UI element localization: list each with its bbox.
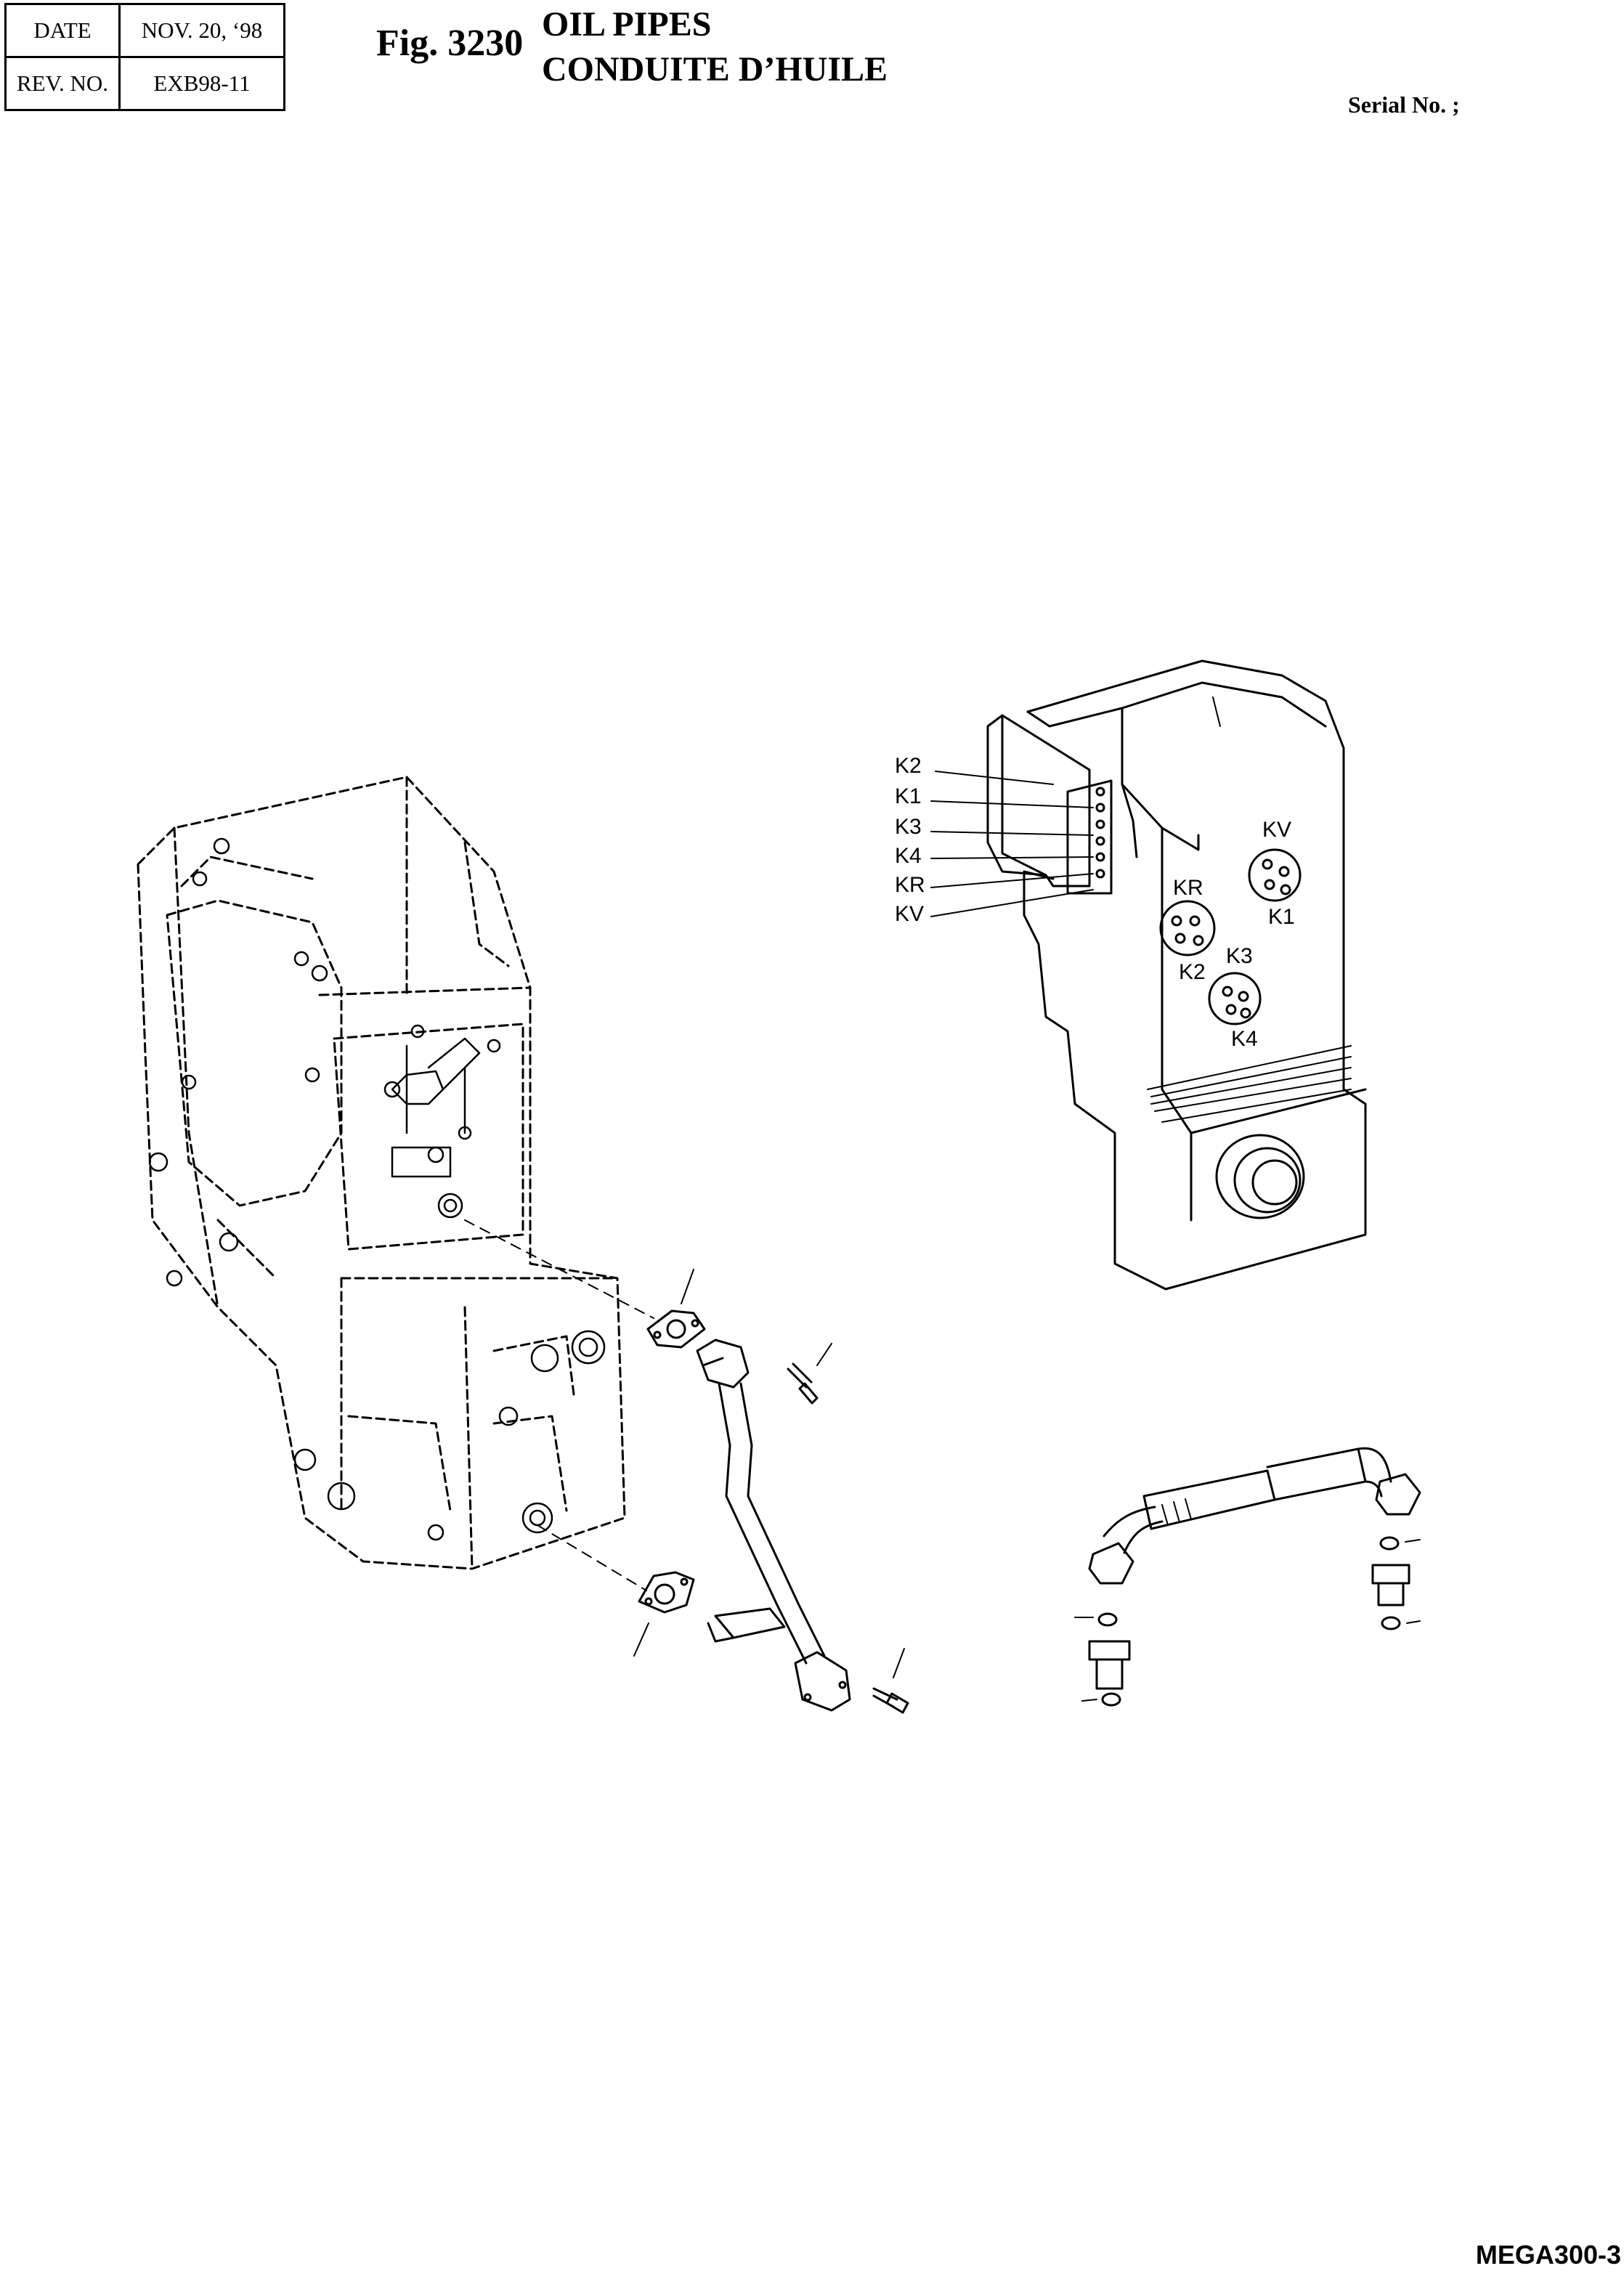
upper-gasket	[646, 1269, 706, 1349]
info-table: DATE NOV. 20, ‘98 REV. NO. EXB98-11	[4, 3, 285, 111]
serial-number: Serial No. ;	[1348, 92, 1460, 118]
label-side-k4: K4	[895, 844, 922, 868]
label-side-kr: KR	[895, 873, 925, 897]
rev-value: EXB98-11	[118, 56, 285, 111]
label-port-k3: K3	[1226, 944, 1253, 968]
valve-block	[1023, 659, 1367, 1291]
label-side-kv: KV	[895, 902, 924, 926]
lower-gasket	[633, 1571, 695, 1657]
label-side-k2: K2	[895, 754, 922, 778]
date-value: NOV. 20, ‘98	[118, 3, 285, 58]
figure-title-fr: CONDUITE D’HUILE	[542, 50, 888, 89]
drawing-code: MEGA300-3	[1475, 2240, 1621, 2270]
alignment-lines	[464, 1219, 654, 1591]
lower-bolt	[872, 1648, 909, 1714]
side-k-labels: K2 K1 K3 K4 KR KV	[895, 754, 925, 926]
side-connector-block	[986, 714, 1113, 895]
oil-pipe	[696, 1338, 851, 1712]
flange-bore	[1215, 1134, 1305, 1219]
label-port-kr: KR	[1173, 876, 1203, 900]
label-side-k3: K3	[895, 815, 922, 839]
figure-number: Fig. 3230	[376, 23, 524, 64]
control-valve-plate	[391, 1037, 481, 1178]
port-cluster-k3	[1208, 972, 1262, 1025]
port-labels: KV K1 KR K2 K3 K4	[1173, 818, 1295, 1051]
date-label: DATE	[4, 3, 121, 58]
rev-label: REV. NO.	[4, 56, 121, 111]
figure-title-en: OIL PIPES	[542, 5, 712, 44]
label-port-k4: K4	[1231, 1027, 1258, 1051]
fittings-and-orings	[1074, 1536, 1421, 1707]
hose-assembly	[1088, 1447, 1421, 1585]
label-port-kv: KV	[1262, 818, 1291, 842]
upper-bolt	[787, 1343, 832, 1405]
port-cluster-kr	[1159, 900, 1216, 956]
label-side-k1: K1	[895, 784, 922, 808]
label-port-k2: K2	[1179, 960, 1206, 984]
transmission-housing	[137, 776, 626, 1570]
housing-bolt-holes	[148, 837, 606, 1541]
port-cluster-kv	[1248, 848, 1302, 902]
label-port-k1: K1	[1268, 905, 1295, 929]
k-label-leaders	[930, 771, 1094, 917]
